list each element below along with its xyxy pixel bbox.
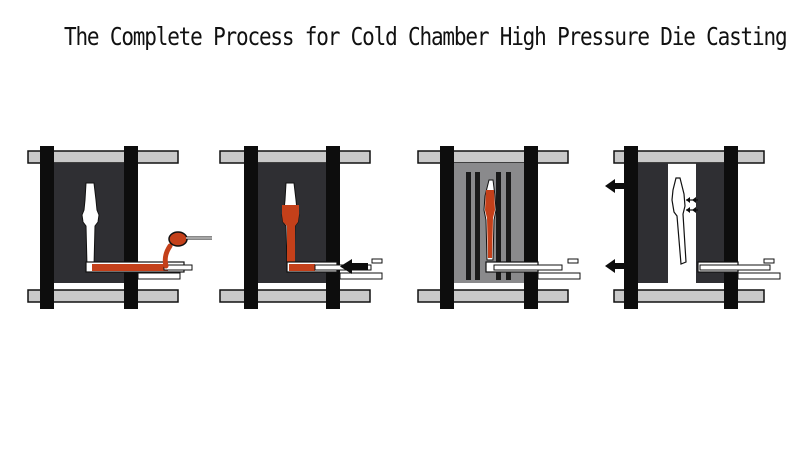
ejected-casting xyxy=(671,177,687,265)
plunger-rod xyxy=(699,264,771,271)
frame-pillar-right xyxy=(326,146,340,309)
stage-2-injection xyxy=(219,146,383,309)
sleeve-support xyxy=(137,272,181,280)
bottom-platen xyxy=(27,289,179,303)
molten-metal-pool xyxy=(92,264,168,271)
frame-pillar-left xyxy=(440,146,454,309)
frame-pillar-left xyxy=(40,146,54,309)
cooling-channel xyxy=(475,172,480,280)
stage-1-ladle-pour xyxy=(27,146,212,309)
ejector-pins xyxy=(686,197,698,213)
page-title: The Complete Process for Cold Chamber Hi… xyxy=(64,22,788,51)
retract-arrow-top-icon xyxy=(605,179,628,193)
sleeve-support xyxy=(537,272,581,280)
stage-3-cooling xyxy=(417,146,581,309)
plunger-rod-end xyxy=(567,258,579,264)
plunger-rod-end xyxy=(371,258,383,264)
plunger-rod xyxy=(493,264,563,271)
frame-pillar-right xyxy=(124,146,138,309)
plunger-rod-end xyxy=(763,258,775,264)
frame-pillar-left xyxy=(244,146,258,309)
frame-pillar-left xyxy=(624,146,638,309)
stage-4-ejection xyxy=(605,146,781,309)
runner-metal xyxy=(289,264,315,271)
cooling-channel xyxy=(506,172,511,280)
push-arrow-icon xyxy=(340,259,368,274)
ladle-pour-stream xyxy=(162,243,173,269)
ladle-cup xyxy=(168,231,188,247)
cooling-channel xyxy=(466,172,471,280)
sleeve-support xyxy=(737,272,781,280)
solidifying-metal xyxy=(485,190,495,258)
cooling-channel xyxy=(496,172,501,280)
frame-pillar-right xyxy=(524,146,538,309)
sleeve-support xyxy=(339,272,383,280)
frame-pillar-right xyxy=(724,146,738,309)
top-platen xyxy=(219,150,371,164)
retract-arrow-bottom-icon xyxy=(605,259,628,273)
cavity-metal-fill xyxy=(282,205,299,266)
die-half-left xyxy=(636,163,668,283)
bottom-platen xyxy=(219,289,371,303)
